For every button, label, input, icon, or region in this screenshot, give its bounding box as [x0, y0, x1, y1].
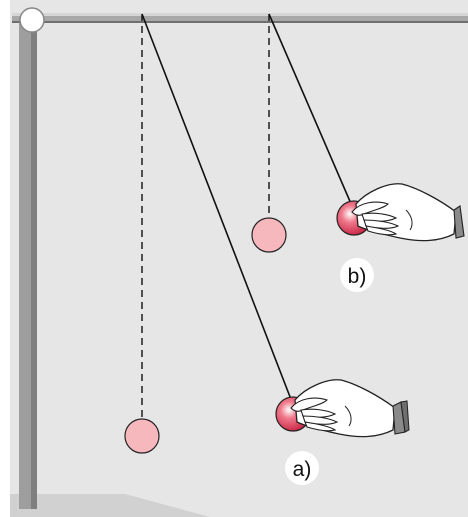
hand-pulling-bob-icon — [290, 379, 410, 438]
rail — [12, 13, 468, 23]
rail-highlight — [12, 13, 468, 16]
pivot-circle-icon — [19, 7, 45, 33]
rail-shadow — [12, 21, 468, 23]
background-panel — [10, 0, 468, 517]
pendulum-b-string — [268, 13, 353, 207]
floor — [10, 494, 210, 517]
label-b-badge — [340, 258, 374, 292]
hand-pulling-bob-icon — [351, 183, 465, 242]
pendulum-a-rest-bob — [124, 418, 160, 454]
label-a: a) — [293, 458, 312, 481]
label-a-badge — [285, 451, 319, 485]
support-post-shade — [31, 18, 37, 509]
label-b: b) — [348, 265, 367, 288]
pendulum-b-rest-bob — [251, 217, 287, 253]
pendulum-a-string — [141, 13, 293, 403]
